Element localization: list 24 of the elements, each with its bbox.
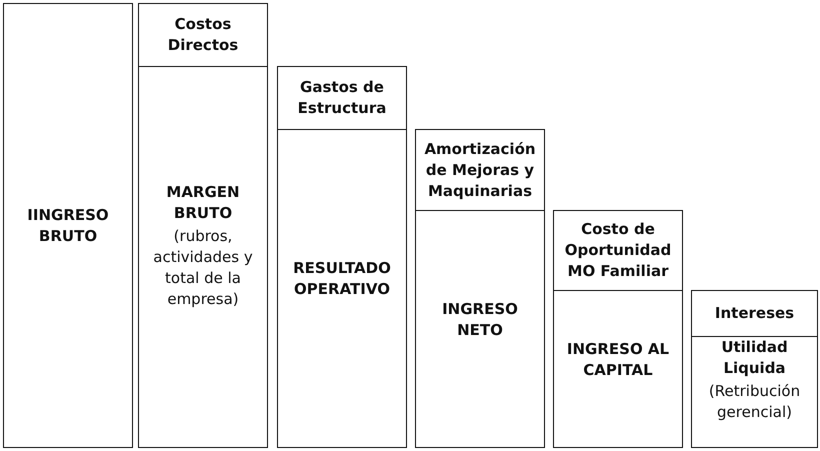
- label-box: [553, 210, 683, 291]
- label-box: [415, 210, 545, 448]
- label-box: [415, 129, 545, 211]
- label-box: [277, 66, 407, 130]
- box-title: Amortización de Mejoras y Maquinarias: [423, 138, 537, 202]
- label-box: [553, 290, 683, 448]
- label-box: [138, 3, 268, 67]
- box-title: Utilidad Liquida: [720, 337, 789, 379]
- box-note: (rubros, actividades y total de la empresa): [152, 226, 254, 310]
- box-title: Costo de Oportunidad MO Familiar: [564, 219, 672, 282]
- box-title: INGRESO AL CAPITAL: [566, 339, 670, 381]
- label-box: [691, 290, 818, 337]
- box-title: INGRESO NETO: [441, 299, 519, 341]
- label-box: [3, 3, 133, 448]
- box-title: Intereses: [714, 303, 796, 324]
- box-note: (Retribución gerencial): [708, 381, 802, 423]
- label-box: [691, 336, 818, 448]
- label-box: [138, 66, 268, 448]
- box-title: IINGRESO BRUTO: [26, 204, 110, 246]
- box-title: MARGEN BRUTO: [165, 182, 241, 224]
- box-title: RESULTADO OPERATIVO: [292, 258, 392, 300]
- label-box: [277, 129, 407, 448]
- box-title: Gastos de Estructura: [296, 77, 388, 119]
- box-title: Costos Directos: [166, 14, 240, 56]
